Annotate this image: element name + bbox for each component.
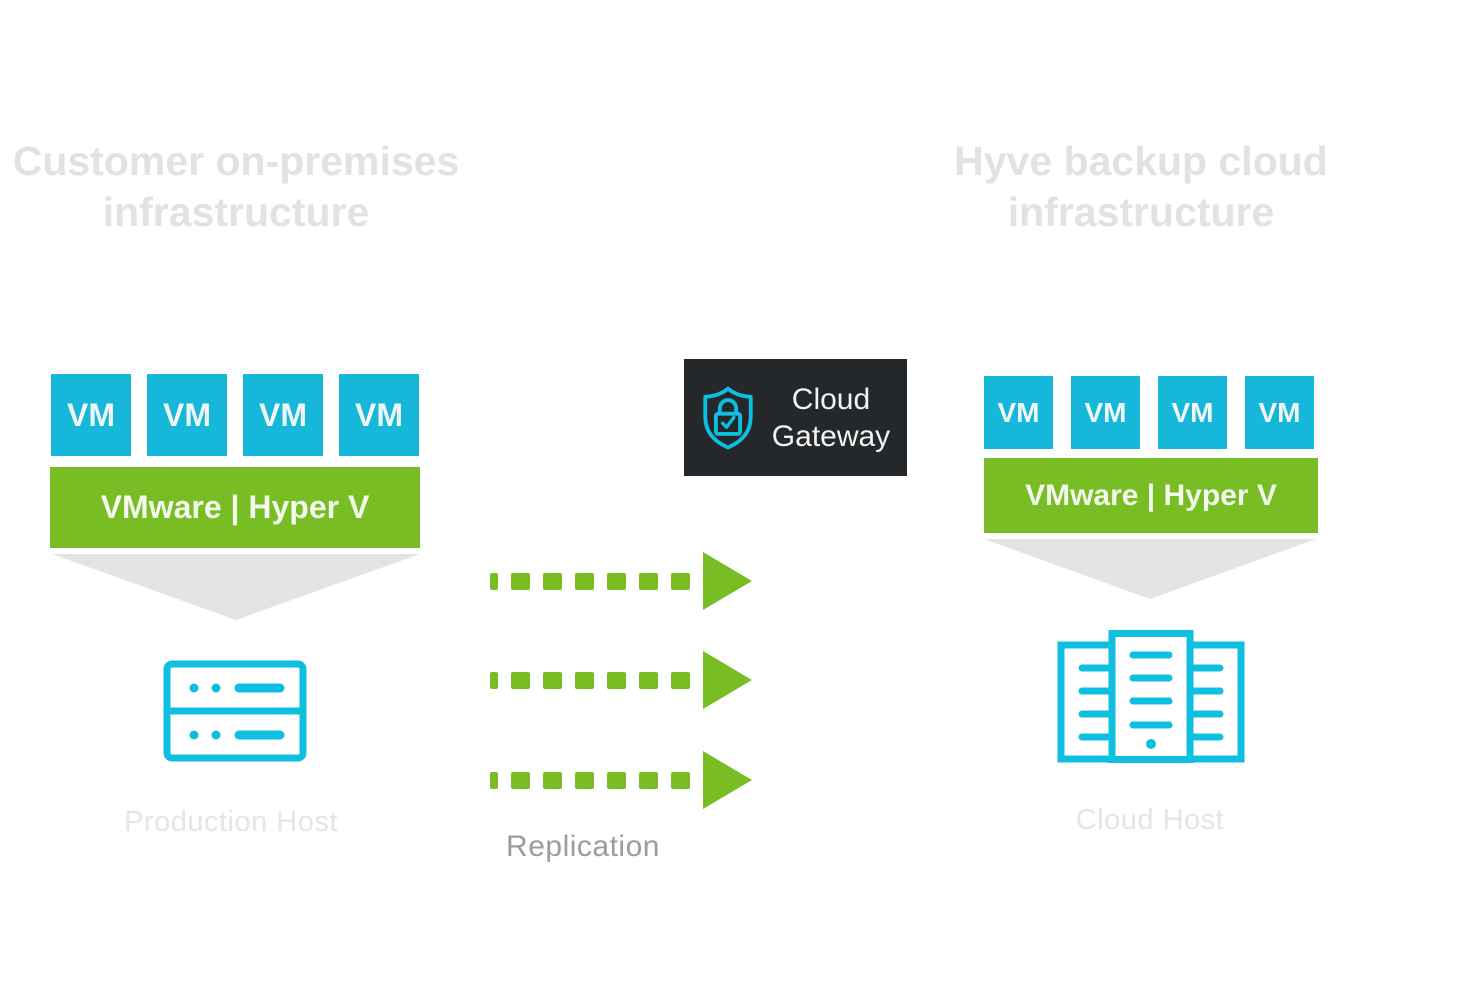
arrow-dash (575, 671, 594, 689)
vm-box: VM (339, 374, 419, 456)
vm-box: VM (1245, 376, 1314, 449)
arrow-dash (639, 771, 658, 789)
arrow-dash (671, 572, 690, 590)
hypervisor-bar-left: VMware | Hyper V (50, 467, 420, 548)
arrow-head-icon (703, 552, 752, 610)
right-section-title-line1: Hyve backup cloud (954, 138, 1328, 184)
arrow-dash (607, 572, 626, 590)
arrow-dash (543, 771, 562, 789)
hypervisor-bar-right: VMware | Hyper V (984, 458, 1318, 533)
left-section-title: Customer on-premises infrastructure (6, 136, 466, 238)
vm-box: VM (51, 374, 131, 456)
replication-arrow (490, 651, 752, 709)
replication-arrow (490, 751, 752, 809)
cloud-host-label: Cloud Host (1075, 804, 1225, 836)
arrow-dash (543, 671, 562, 689)
arrow-dash (543, 572, 562, 590)
shield-lock-icon (703, 386, 753, 449)
left-section-title-line2: infrastructure (102, 189, 370, 235)
replication-label: Replication (506, 830, 660, 863)
arrow-dash (639, 572, 658, 590)
vm-box: VM (984, 376, 1053, 449)
right-section-title-line2: infrastructure (1007, 189, 1275, 235)
arrow-dash (575, 771, 594, 789)
arrow-dash (490, 771, 498, 789)
right-section-title: Hyve backup cloud infrastructure (911, 136, 1371, 238)
vm-box: VM (243, 374, 323, 456)
production-host-label: Production Host (124, 806, 338, 838)
cloud-gateway-label: Cloud Gateway (771, 382, 891, 453)
arrow-dash (511, 671, 530, 689)
funnel-arrow-right (984, 539, 1316, 599)
arrow-dash (607, 671, 626, 689)
server-cluster-icon (1057, 630, 1245, 763)
vm-box: VM (1158, 376, 1227, 449)
arrow-head-icon (703, 651, 752, 709)
arrow-dash (490, 671, 498, 689)
arrow-dash (575, 572, 594, 590)
vm-box: VM (147, 374, 227, 456)
arrow-head-icon (703, 751, 752, 809)
arrow-dash (639, 671, 658, 689)
arrow-dash (511, 572, 530, 590)
left-section-title-line1: Customer on-premises (12, 138, 460, 184)
funnel-arrow-left (52, 554, 420, 620)
arrow-dash (671, 771, 690, 789)
arrow-dash (671, 671, 690, 689)
arrow-dash (511, 771, 530, 789)
arrow-dash (490, 572, 498, 590)
server-rack-icon (163, 660, 307, 762)
vm-box: VM (1071, 376, 1140, 449)
replication-arrow (490, 552, 752, 610)
arrow-dash (607, 771, 626, 789)
cloud-gateway-box: Cloud Gateway (684, 359, 907, 476)
